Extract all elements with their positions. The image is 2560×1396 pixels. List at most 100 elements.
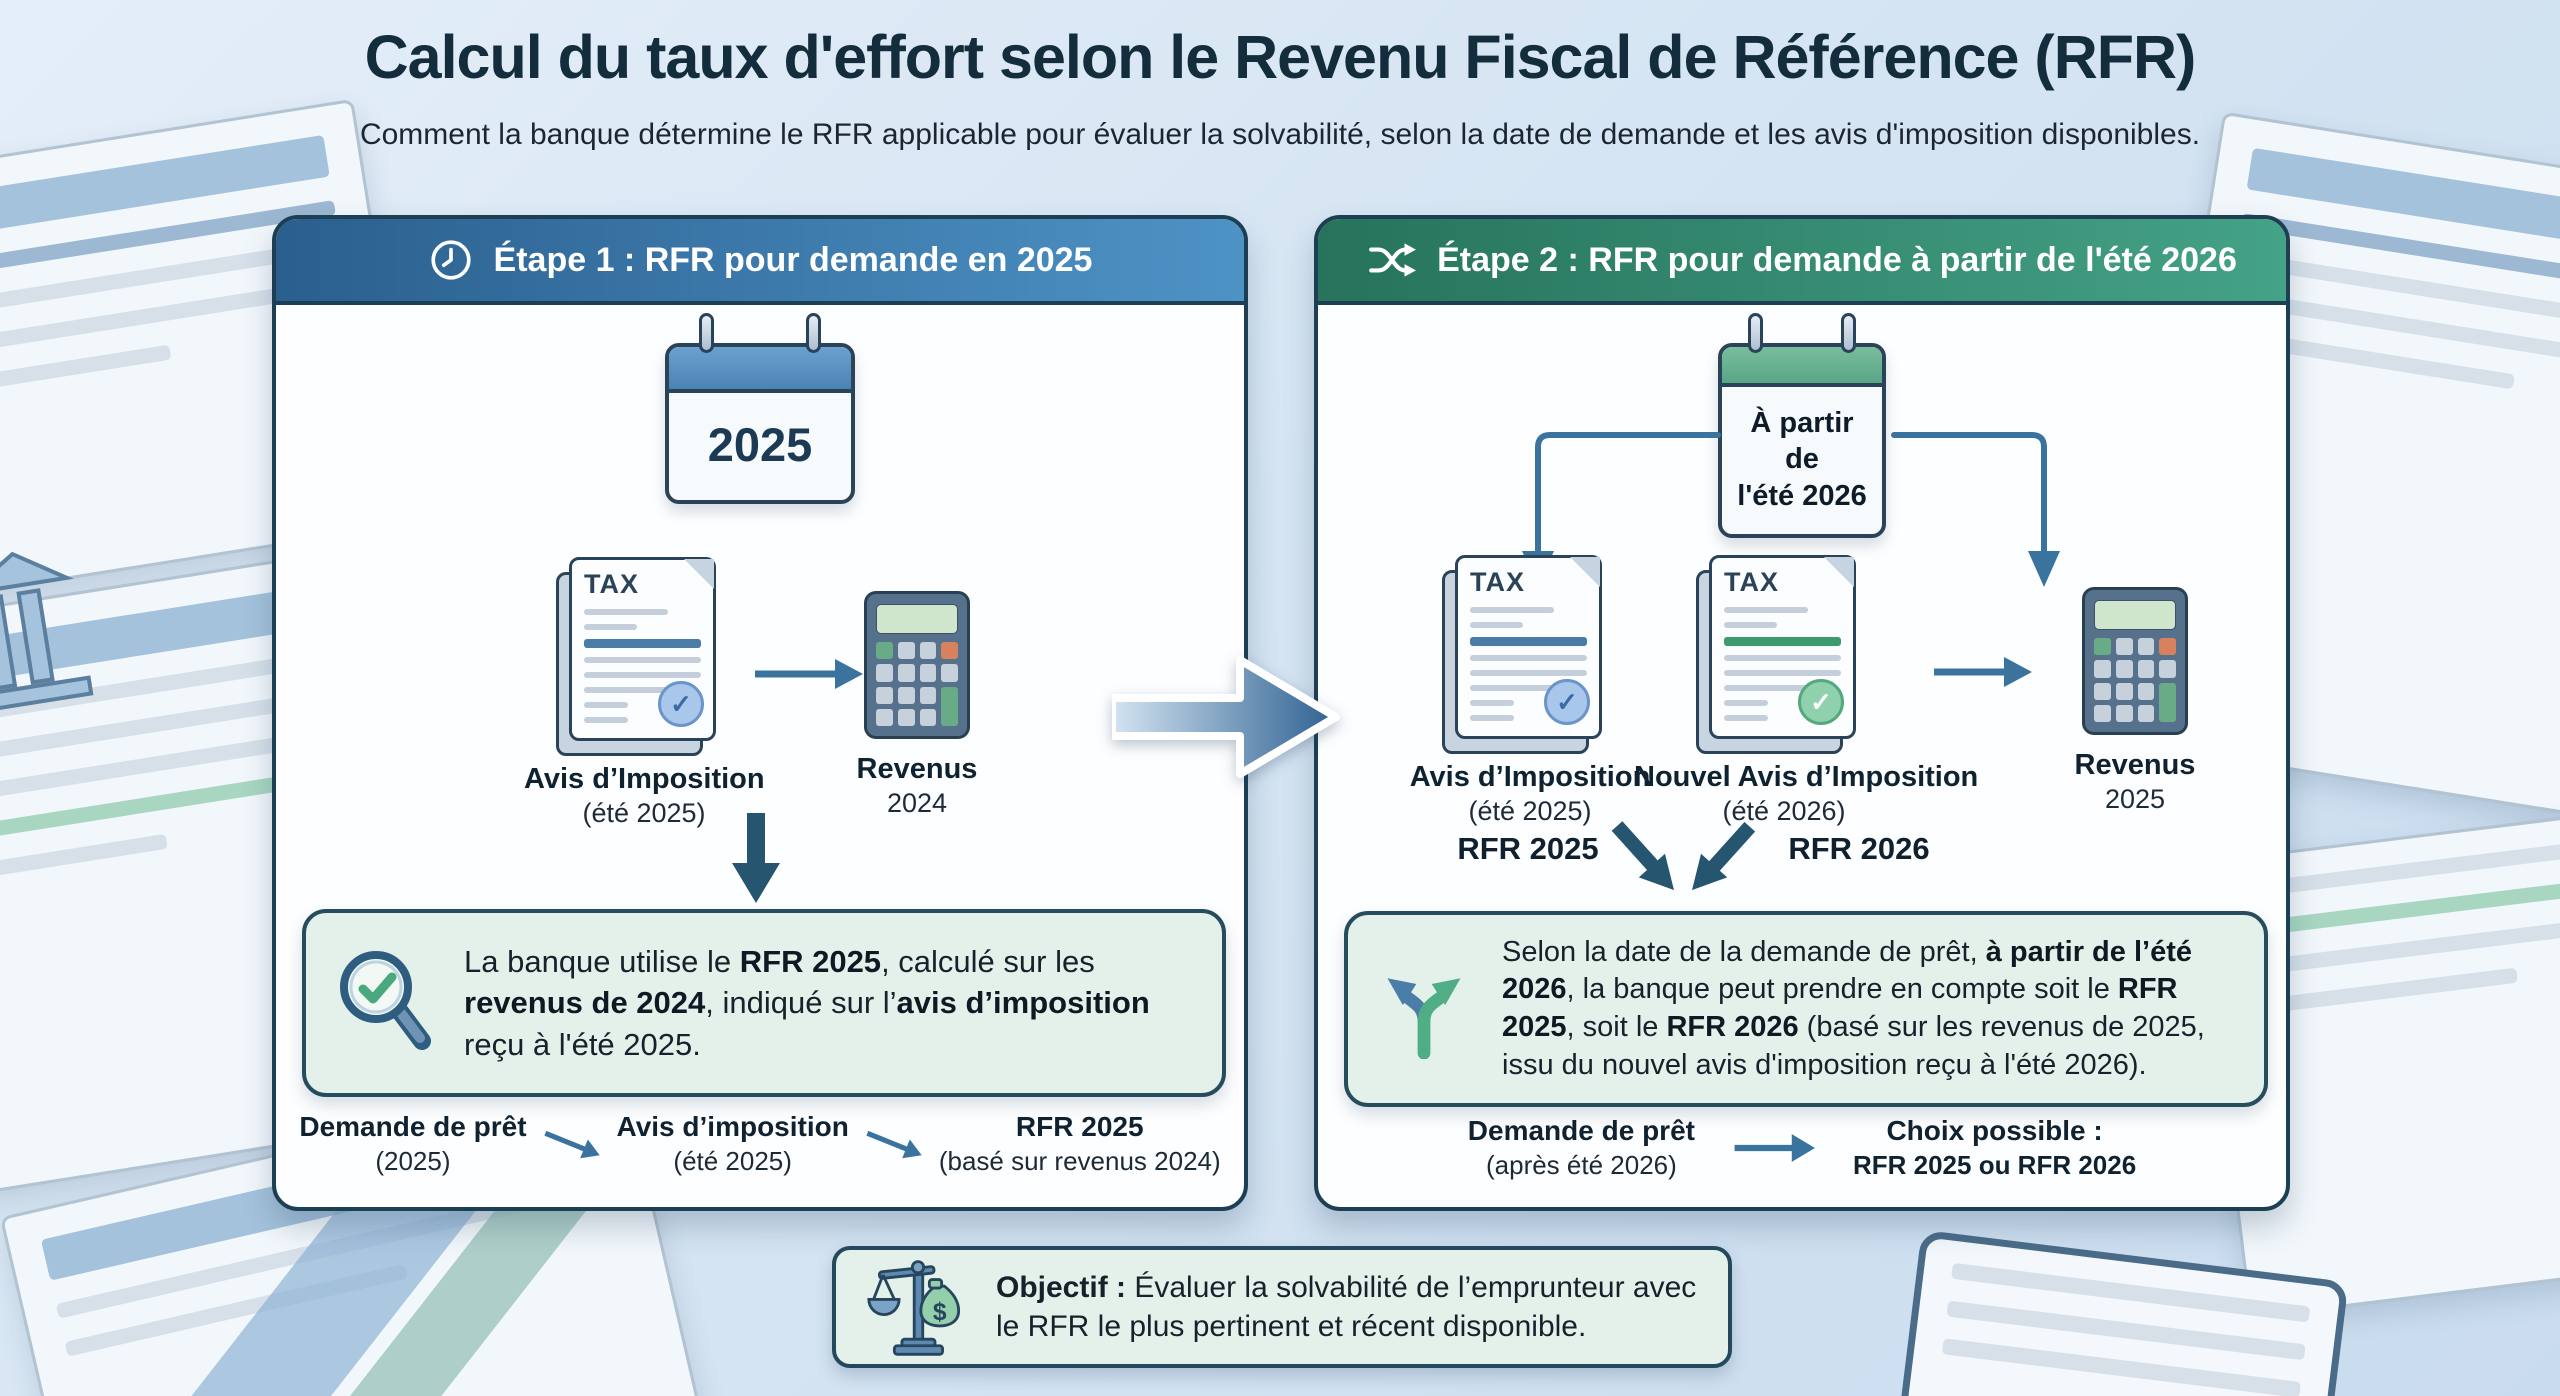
flow-step-label: RFR 2025	[1015, 1111, 1144, 1142]
doc-lines	[1458, 607, 1599, 721]
tax-doc-label: Avis d’Imposition (été 2025)	[1390, 761, 1670, 827]
tax-doc-title: Avis d’Imposition	[524, 763, 765, 795]
check-badge-icon	[658, 681, 704, 727]
tax-doc-subtitle: (été 2026)	[1722, 796, 1846, 826]
flow-arrow-icon	[543, 1130, 600, 1159]
calculator-icon	[2082, 587, 2188, 735]
header-block: Calcul du taux d'effort selon le Revenu …	[0, 22, 2560, 152]
step1-panel: Étape 1 : RFR pour demande en 2025 2025 …	[272, 215, 1248, 1211]
flow-step-label: Avis d’imposition	[616, 1111, 849, 1142]
calendar-ring	[805, 313, 821, 353]
magnifier-check-icon	[340, 951, 431, 1050]
fork-arrows-icon	[1387, 978, 1461, 1059]
calculator-label: Revenus 2024	[832, 753, 1002, 819]
step2-flow: Demande de prêt (après été 2026) Choix p…	[1334, 1115, 2270, 1181]
clock-icon	[430, 240, 471, 280]
step1-header-label: Étape 1 : RFR pour demande en 2025	[493, 240, 1093, 279]
flow-step: Choix possible : RFR 2025 ou RFR 2026	[1853, 1115, 2136, 1181]
flow-step-sublabel: (basé sur revenus 2024)	[938, 1146, 1221, 1176]
flow-step: RFR 2025 (basé sur revenus 2024)	[939, 1111, 1221, 1177]
tax-document-icon: TAX	[1442, 555, 1605, 754]
check-badge-icon	[1798, 679, 1844, 725]
step2-info-box: Selon la date de la demande de prêt, à p…	[1344, 911, 2268, 1107]
nouvel-avis-document: TAX Nouvel Avis d’Imposition (été 2026)	[1634, 555, 1978, 827]
tax-doc-label: Avis d’Imposition (été 2025)	[524, 763, 765, 829]
doc-tax-badge: TAX	[1724, 567, 1779, 597]
calculator-keys	[2094, 638, 2176, 722]
thick-down-right-arrow-icon	[1611, 821, 1674, 891]
doc-folded-corner	[1824, 557, 1854, 587]
step2-header: Étape 2 : RFR pour demande à partir de l…	[1318, 219, 2286, 305]
doc-tax-badge: TAX	[1470, 567, 1525, 597]
step1-info-text: La banque utilise le RFR 2025, calculé s…	[464, 943, 1150, 1062]
calculator-2024: Revenus 2024	[832, 591, 1002, 819]
tax-document-icon: TAX	[1696, 555, 1859, 754]
calendar-note-line1: À partir de	[1750, 407, 1854, 476]
bank-icon	[0, 551, 94, 713]
doc-folded-corner	[684, 559, 714, 589]
calculator-subtitle: 2025	[2104, 784, 2166, 814]
tax-doc-subtitle: (été 2025)	[582, 798, 706, 828]
doc-line	[0, 833, 168, 900]
calendar-ring	[1748, 313, 1764, 353]
calendar-year: 2025	[707, 418, 813, 471]
dollar-symbol: $	[933, 1299, 947, 1326]
doc-folded-corner	[1570, 557, 1600, 587]
calculator-screen	[2094, 600, 2176, 630]
right-arrow-icon	[755, 659, 863, 689]
tax-doc-subtitle: (été 2025)	[1468, 796, 1592, 826]
right-arrow-icon	[1934, 657, 2032, 687]
step1-header: Étape 1 : RFR pour demande en 2025	[276, 219, 1244, 305]
flow-step-sublabel: RFR 2025 ou RFR 2026	[1852, 1150, 2137, 1180]
calendar-top-band	[1722, 347, 1882, 387]
flow-step: Demande de prêt (2025)	[299, 1111, 526, 1177]
rfr-2026-label: RFR 2026	[1788, 831, 1930, 866]
calendar-note: À partir de l'été 2026	[1722, 387, 1882, 534]
tax-doc-title: Avis d’Imposition	[1409, 761, 1651, 793]
flow-step-sublabel: (été 2025)	[673, 1146, 792, 1176]
flow-step-label: Demande de prêt	[299, 1111, 527, 1142]
tax-doc-label: Nouvel Avis d’Imposition (été 2026)	[1634, 761, 1978, 827]
tax-document-ete-2025: TAX Avis d’Imposition (été 2025)	[1390, 555, 1670, 827]
down-arrow-icon	[732, 813, 780, 903]
step2-header-label: Étape 2 : RFR pour demande à partir de l…	[1437, 240, 2237, 279]
step2-info-text: Selon la date de la demande de prêt, à p…	[1502, 935, 2205, 1081]
step1-flow: Demande de prêt (2025) Avis d’imposition…	[292, 1111, 1228, 1177]
calculator-screen	[876, 604, 958, 634]
doc-lines	[572, 609, 713, 723]
flow-step-label: Choix possible :	[1886, 1115, 2103, 1146]
calendar-2025: 2025	[665, 313, 855, 504]
doc-front-sheet: TAX	[1709, 555, 1856, 739]
calculator-label: Revenus 2025	[2050, 749, 2220, 815]
doc-front-sheet: TAX	[569, 557, 716, 741]
doc-tax-badge: TAX	[584, 569, 639, 599]
calendar-ete-2026: À partir de l'été 2026	[1718, 313, 1886, 538]
doc-lines	[1712, 607, 1853, 721]
page-title: Calcul du taux d'effort selon le Revenu …	[364, 23, 2197, 91]
tax-document-icon: TAX	[556, 557, 719, 756]
calculator-title: Revenus	[2074, 749, 2196, 781]
doc-front-sheet: TAX	[1455, 555, 1602, 739]
calculator-title: Revenus	[856, 753, 978, 785]
transition-arrow-icon	[1112, 656, 1340, 778]
objective-box: $ Objectif : Évaluer la solvabilité de l…	[832, 1246, 1732, 1368]
flow-arrow-icon	[866, 1130, 922, 1159]
scale-money-icon: $	[867, 1260, 961, 1356]
rfr-2025-label: RFR 2025	[1457, 831, 1599, 866]
flow-step: Demande de prêt (après été 2026)	[1468, 1115, 1695, 1181]
check-badge-icon	[1544, 679, 1590, 725]
shuffle-icon	[1369, 243, 1417, 277]
calculator-subtitle: 2024	[886, 788, 948, 818]
calendar-note-line2: l'été 2026	[1737, 479, 1867, 512]
calculator-keys	[876, 642, 958, 726]
flow-step-sublabel: (après été 2026)	[1485, 1150, 1677, 1180]
page-subtitle: Comment la banque détermine le RFR appli…	[359, 118, 2201, 151]
doc-line	[0, 344, 172, 408]
step2-panel: Étape 2 : RFR pour demande à partir de l…	[1314, 215, 2290, 1211]
calendar-ring	[699, 313, 715, 353]
calculator-icon	[864, 591, 970, 739]
flow-step: Avis d’imposition (été 2025)	[617, 1111, 849, 1177]
calendar-body: 2025	[665, 343, 855, 504]
tax-document-2025: TAX Avis d’Imposition (été 2025)	[524, 557, 765, 829]
